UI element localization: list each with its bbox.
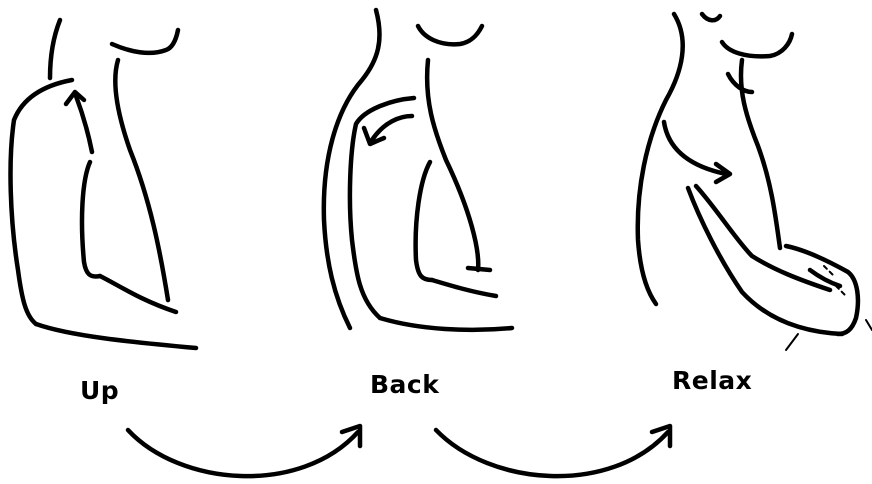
connector-back-to-relax bbox=[436, 426, 670, 476]
curved-arrow-icon bbox=[436, 430, 668, 476]
step-label-relax: Relax bbox=[672, 366, 752, 395]
shoulder-up-arrow-icon bbox=[76, 96, 92, 152]
shoulder-back-arrow-icon bbox=[372, 116, 412, 140]
figure-back bbox=[324, 10, 512, 330]
figure-relax bbox=[638, 14, 872, 350]
step-label-back: Back bbox=[370, 370, 439, 399]
connector-up-to-back bbox=[128, 426, 360, 476]
figure-up bbox=[11, 20, 196, 348]
step-label-up: Up bbox=[80, 376, 119, 405]
curved-arrow-icon bbox=[128, 430, 358, 476]
